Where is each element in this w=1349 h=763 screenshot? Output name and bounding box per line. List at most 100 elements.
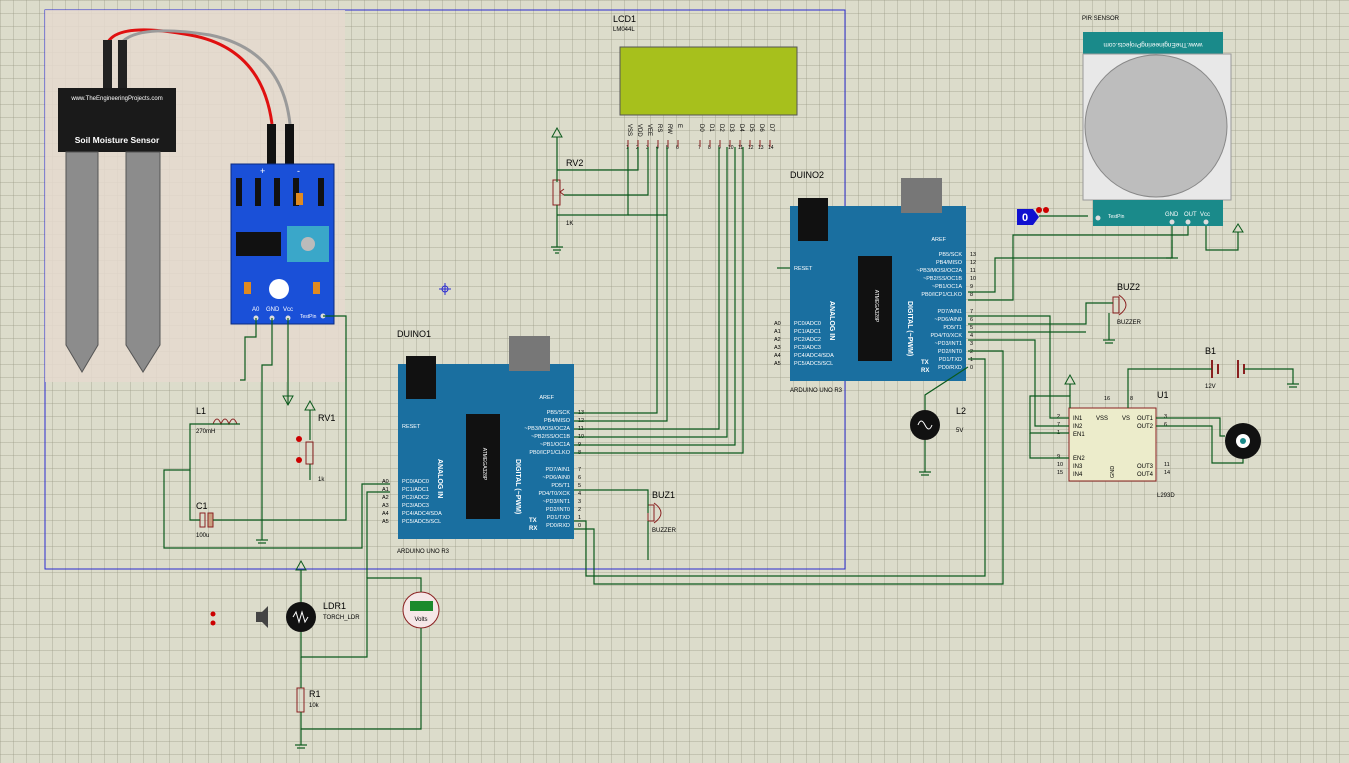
- analog-pin-number: A5: [774, 361, 781, 367]
- battery-b1[interactable]: B1 12V: [1205, 346, 1245, 390]
- buzzer-1[interactable]: BUZ1 BUZZER: [647, 490, 677, 534]
- lcd-pin-label: D5: [748, 124, 754, 132]
- resistor-r1[interactable]: R1 10k: [296, 687, 321, 713]
- u1-ref: U1: [1157, 390, 1169, 400]
- l1-ref: L1: [196, 406, 206, 416]
- analog-pin-label: PC0/ADC0: [794, 321, 821, 327]
- digital-pin-label: ~PB1/OC1A: [540, 442, 570, 448]
- lcd-pin-number: 13: [758, 145, 764, 151]
- logic-state-probe[interactable]: 0: [1017, 207, 1049, 225]
- soil-sensor-name: Soil Moisture Sensor: [75, 135, 160, 145]
- pir-site-top: www.TheEngineeringProjects.com: [1104, 41, 1204, 48]
- analog-pin-number: A3: [382, 503, 389, 509]
- digital-pin-label: PD2/INT0: [938, 349, 962, 355]
- atmega-chip: [466, 414, 500, 519]
- lcd-display[interactable]: LCD1 LM044L VSS1VDD2VEE3RS4RW5E6D07D18D2…: [613, 14, 798, 151]
- inductor-l1[interactable]: L1 270mH: [196, 406, 238, 435]
- digital-pin-label: PD5/T1: [551, 483, 570, 489]
- digital-pin-label: PB5/SCK: [547, 410, 571, 416]
- pir-pin-out: OUT: [1184, 212, 1197, 218]
- digital-pin-label: ~PD3/INT1: [543, 499, 570, 505]
- u1-pin-number: 10: [1057, 462, 1063, 468]
- digital-pin-label: ~PD6/AIN0: [542, 475, 570, 481]
- rv1-potentiometer[interactable]: RV1 1k: [296, 413, 335, 483]
- analog-pin-label: PC4/ADC4/SDA: [794, 353, 834, 359]
- digital-pin-number: 7: [578, 467, 581, 473]
- digital-pin-label: ~PB2/SS/OC1B: [923, 276, 962, 282]
- analog-pin-label: PC3/ADC3: [794, 345, 821, 351]
- b1-value: 12V: [1205, 384, 1216, 390]
- ldr-sensor[interactable]: LDR1 TORCH_LDR: [210, 601, 361, 632]
- u1-pin-label: OUT1: [1137, 416, 1154, 422]
- digital-pin-label: PD7/AIN1: [938, 309, 962, 315]
- digital-pin-label: ~PB3/MOSI/OC2A: [916, 268, 962, 274]
- digital-pin-number: 2: [970, 349, 973, 355]
- digital-pin-number: 6: [578, 475, 581, 481]
- digital-pin-number: 10: [970, 276, 976, 282]
- digital-pin-label: PD5/T1: [943, 325, 962, 331]
- c1-ref: C1: [196, 501, 208, 511]
- origin-marker: [439, 283, 451, 295]
- u1-pin-number: 8: [1130, 396, 1133, 402]
- digital-pin-number: 8: [970, 292, 973, 298]
- u1-pin-label: IN4: [1073, 472, 1083, 478]
- analog-in-label: ANALOG IN: [436, 459, 443, 498]
- pir-sensor[interactable]: PIR SENSOR www.TheEngineeringProjects.co…: [1082, 16, 1232, 226]
- pir-testpin: TestPin: [1108, 214, 1125, 220]
- u1-pin-number: 2: [1057, 414, 1060, 420]
- lcd-pin-number: 10: [728, 145, 734, 151]
- b1-ref: B1: [1205, 346, 1216, 356]
- logic-value: 0: [1022, 212, 1028, 224]
- u1-pin-number: 16: [1104, 396, 1110, 402]
- lcd-pin-label: D0: [698, 124, 704, 132]
- module-testpin: TestPin: [300, 314, 317, 320]
- c1-value: 100u: [196, 533, 209, 539]
- soil-moisture-sensor[interactable]: www.TheEngineeringProjects.com Soil Mois…: [58, 28, 292, 373]
- digital-pin-number: 11: [970, 268, 976, 274]
- lcd-pin-number: 7: [698, 145, 701, 151]
- soil-moisture-module[interactable]: + - A0 GND Vcc TestPin: [230, 124, 335, 325]
- lamp-l2[interactable]: L2 5V: [910, 406, 966, 440]
- digital-pin-label: PD4/T0/XCK: [539, 491, 571, 497]
- dc-motor[interactable]: [1225, 423, 1261, 459]
- u1-pin-number: 7: [1057, 422, 1060, 428]
- plus-label: +: [260, 166, 265, 176]
- rv2-ref: RV2: [566, 158, 583, 168]
- analog-pin-label: PC1/ADC1: [402, 487, 429, 493]
- digital-pin-number: 4: [578, 491, 581, 497]
- u1-pin-number: 3: [1164, 414, 1167, 420]
- analog-pin-number: A5: [382, 519, 389, 525]
- duino1-ref: DUINO1: [397, 329, 431, 339]
- analog-pin-label: PC0/ADC0: [402, 479, 429, 485]
- power-jack: [798, 198, 828, 241]
- lcd-pin-number: 6: [676, 145, 679, 151]
- buz1-part: BUZZER: [652, 528, 677, 534]
- r1-ref: R1: [309, 689, 321, 699]
- digital-pin-number: 6: [970, 317, 973, 323]
- digital-pin-number: 0: [578, 523, 581, 529]
- duino1-part: ARDUINO UNO R3: [397, 549, 450, 555]
- aref-label: AREF: [539, 395, 554, 401]
- lcd-pin-label: D3: [728, 124, 734, 132]
- digital-pin-number: 4: [970, 333, 973, 339]
- lcd-ref: LCD1: [613, 14, 636, 24]
- lcd-pin-label: D2: [718, 124, 724, 132]
- digital-pin-label: PD0/RXD: [938, 365, 962, 371]
- voltmeter[interactable]: Volts: [402, 591, 440, 629]
- analog-in-label: ANALOG IN: [828, 301, 835, 340]
- analog-pin-label: PC1/ADC1: [794, 329, 821, 335]
- digital-pin-label: ~PB1/OC1A: [932, 284, 962, 290]
- digital-pin-number: 2: [578, 507, 581, 513]
- digital-label: DIGITAL (~PWM): [906, 301, 913, 356]
- analog-pin-label: PC2/ADC2: [402, 495, 429, 501]
- lcd-pin-number: 12: [748, 145, 754, 151]
- buzzer-2[interactable]: BUZ2 BUZZER: [1112, 282, 1142, 326]
- u1-pin-number: 14: [1164, 470, 1170, 476]
- voltmeter-unit: Volts: [414, 617, 427, 623]
- usb-port: [509, 336, 550, 371]
